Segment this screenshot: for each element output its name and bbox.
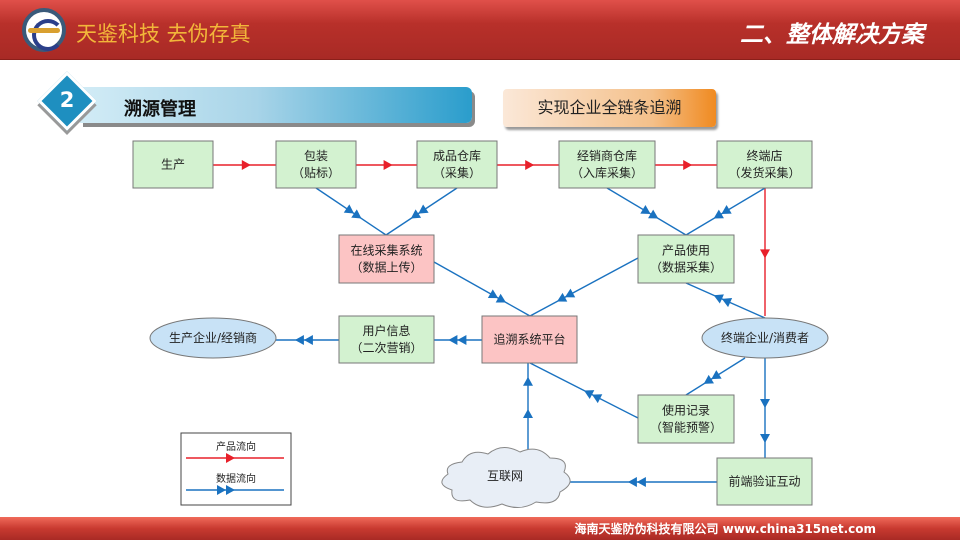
legend-product-flow: 产品流向 bbox=[216, 440, 256, 453]
arrow-head bbox=[713, 294, 724, 304]
node-dealer-warehouse[interactable]: 经销商仓库 （入库采集） bbox=[558, 140, 656, 189]
arrow-head bbox=[760, 399, 770, 408]
arrow-head bbox=[564, 288, 576, 298]
flow-line bbox=[529, 257, 639, 317]
arrow-head bbox=[294, 335, 304, 345]
arrow-head bbox=[640, 205, 651, 214]
footer-bar: 海南天鉴防伪科技有限公司 www.china315net.com bbox=[0, 517, 960, 540]
arrow-head bbox=[760, 249, 770, 259]
subtitle-badge: 实现企业全链条追溯 bbox=[503, 89, 716, 127]
node-label: 在线采集系统 bbox=[350, 243, 422, 258]
arrow-head bbox=[226, 485, 235, 495]
arrow-head bbox=[636, 477, 646, 487]
node-producer-dealer[interactable]: 生产企业/经销商 bbox=[149, 317, 277, 359]
node-label: 终端店 bbox=[746, 148, 782, 163]
arrow-head bbox=[343, 204, 355, 214]
node-frontend-verify[interactable]: 前端验证互动 bbox=[716, 457, 813, 506]
node-usage-record[interactable]: 使用记录 （智能预警） bbox=[637, 394, 735, 444]
arrow-head bbox=[648, 209, 659, 219]
node-label: 产品使用 bbox=[662, 243, 710, 258]
section-title: 二、整体解决方案 bbox=[740, 22, 924, 48]
node-label: 用户信息 bbox=[362, 323, 410, 338]
node-warehouse[interactable]: 成品仓库 （采集） bbox=[416, 140, 498, 189]
arrow-head bbox=[351, 209, 362, 219]
node-online-system[interactable]: 在线采集系统 （数据上传） bbox=[338, 234, 435, 284]
node-label: 包装 bbox=[304, 149, 328, 163]
node-production[interactable]: 生产 bbox=[132, 140, 214, 189]
node-user-info[interactable]: 用户信息 （二次营销） bbox=[338, 315, 435, 364]
node-end-consumer[interactable]: 终端企业/消费者 bbox=[701, 317, 829, 359]
arrow-head bbox=[226, 453, 235, 463]
node-label: 前端验证互动 bbox=[728, 474, 800, 489]
node-label: 成品仓库 bbox=[433, 148, 481, 163]
node-label: （发货采集） bbox=[728, 165, 800, 180]
node-label: （采集） bbox=[433, 165, 481, 180]
node-trace-platform[interactable]: 追溯系统平台 bbox=[481, 315, 578, 364]
arrow-head bbox=[383, 160, 393, 170]
arrow-head bbox=[241, 160, 251, 170]
arrow-head bbox=[627, 477, 637, 487]
arrow-head bbox=[523, 376, 533, 386]
arrow-head bbox=[523, 409, 533, 418]
arrow-head bbox=[418, 204, 429, 214]
node-label: （入库采集） bbox=[571, 165, 643, 180]
node-store[interactable]: 终端店 （发货采集） bbox=[716, 140, 813, 189]
node-packaging[interactable]: 包装 （贴标） bbox=[275, 140, 357, 189]
node-product-usage[interactable]: 产品使用 （数据采集） bbox=[637, 234, 735, 284]
arrow-head bbox=[410, 209, 422, 219]
node-label: （二次营销） bbox=[350, 341, 422, 355]
section-number: 2 bbox=[59, 88, 75, 112]
footer-text: 海南天鉴防伪科技有限公司 www.china315net.com bbox=[574, 522, 876, 536]
legend-data-flow: 数据流向 bbox=[216, 472, 256, 485]
arrow-head bbox=[217, 485, 226, 495]
node-label: （数据采集） bbox=[650, 260, 722, 275]
arrow-head bbox=[448, 335, 458, 345]
flow-line bbox=[433, 261, 531, 317]
arrow-head bbox=[721, 297, 733, 308]
node-label: 互联网 bbox=[487, 469, 523, 483]
arrow-head bbox=[721, 205, 732, 214]
arrow-head bbox=[713, 209, 724, 219]
node-label: 经销商仓库 bbox=[577, 148, 637, 163]
section-label: 溯源管理 bbox=[124, 99, 196, 120]
node-label: （数据上传） bbox=[350, 260, 422, 275]
arrow-head bbox=[303, 335, 313, 345]
node-internet-cloud[interactable]: 互联网 bbox=[441, 447, 571, 508]
arrow-head bbox=[495, 293, 506, 303]
node-label: 生产企业/经销商 bbox=[169, 330, 257, 345]
arrow-head bbox=[457, 335, 467, 345]
header-bar: 天鉴科技 去伪存真 二、整体解决方案 bbox=[0, 0, 960, 60]
arrow-head bbox=[683, 160, 693, 170]
section-bar bbox=[80, 87, 472, 123]
node-label: （贴标） bbox=[292, 166, 340, 180]
node-label: （智能预警） bbox=[650, 420, 722, 435]
arrow-head bbox=[592, 394, 603, 404]
arrow-head bbox=[711, 370, 722, 380]
brand-slogan: 天鉴科技 去伪存真 bbox=[76, 22, 251, 46]
arrow-head bbox=[525, 160, 535, 170]
arrow-head bbox=[487, 289, 499, 299]
node-label: 使用记录 bbox=[662, 403, 710, 418]
arrow-head bbox=[703, 374, 714, 384]
company-logo bbox=[22, 8, 66, 52]
node-label: 终端企业/消费者 bbox=[721, 330, 809, 345]
node-label: 追溯系统平台 bbox=[493, 332, 565, 347]
arrow-head bbox=[760, 434, 770, 443]
arrow-head bbox=[557, 292, 568, 302]
node-label: 生产 bbox=[161, 158, 185, 172]
arrow-head bbox=[584, 390, 595, 400]
